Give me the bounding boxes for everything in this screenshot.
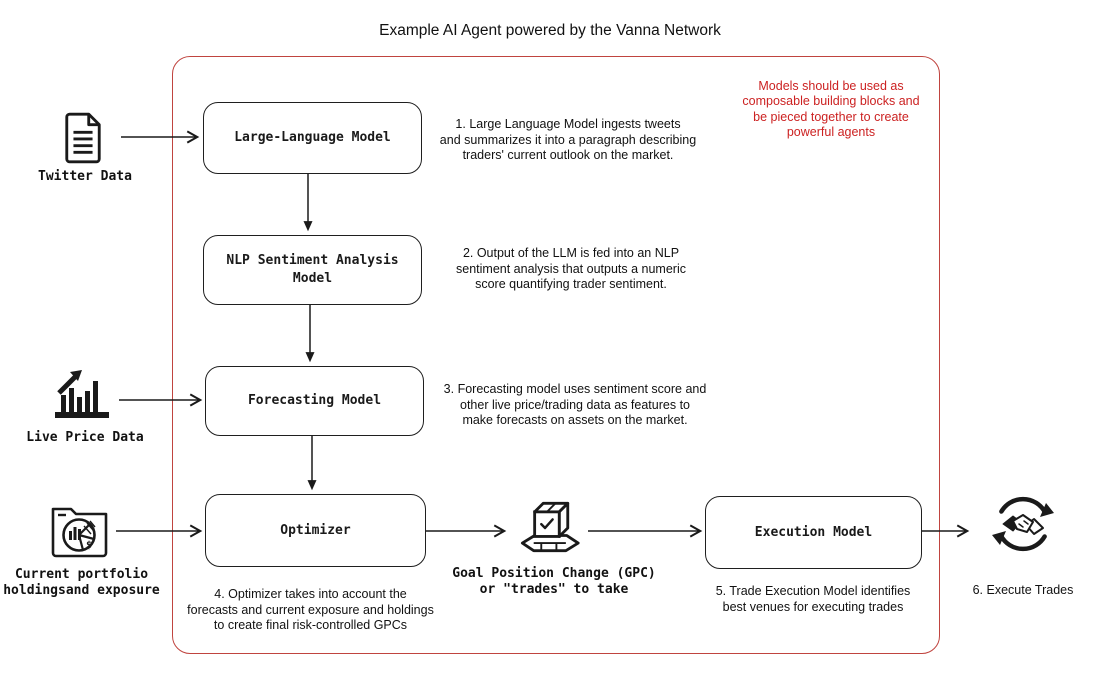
package-check-icon <box>511 496 581 558</box>
node-label: Optimizer <box>280 522 351 538</box>
document-icon <box>62 110 104 166</box>
agent-boundary-frame <box>172 56 940 654</box>
step-4-text: 4. Optimizer takes into account the fore… <box>187 587 434 633</box>
node-execution-model: Execution Model <box>705 496 922 569</box>
node-label: Execution Model <box>754 524 873 540</box>
step-5-text: 5. Trade Execution Model identifies best… <box>715 584 911 614</box>
step-2-text: 2. Output of the LLM is fed into an NLP … <box>456 246 686 292</box>
composability-note: Models should be used as composable buil… <box>742 79 920 139</box>
svg-text:$: $ <box>86 540 92 551</box>
node-label: Forecasting Model <box>247 393 382 409</box>
gpc-label: Goal Position Change (GPC) or "trades" t… <box>452 566 656 598</box>
folder-pie-chart-icon: $ <box>48 501 111 561</box>
node-forecasting-model: Forecasting Model <box>205 366 424 436</box>
node-label: Large-Language Model <box>234 130 391 146</box>
portfolio-label: Current portfolio holdingsand exposure <box>3 567 160 599</box>
page-title: Example AI Agent powered by the Vanna Ne… <box>379 22 721 39</box>
live-price-data-label: Live Price Data <box>26 430 144 445</box>
node-label: NLP Sentiment Analysis Model <box>226 253 399 286</box>
node-nlp-sentiment-model: NLP Sentiment Analysis Model <box>203 235 422 305</box>
execute-trades-label: 6. Execute Trades <box>972 583 1074 597</box>
node-optimizer: Optimizer <box>205 494 426 567</box>
step-3-text: 3. Forecasting model uses sentiment scor… <box>443 382 707 428</box>
node-large-language-model: Large-Language Model <box>203 102 422 174</box>
twitter-data-label: Twitter Data <box>38 169 132 184</box>
step-1-text: 1. Large Language Model ingests tweets a… <box>439 117 697 163</box>
handshake-cycle-icon <box>990 490 1056 558</box>
bar-chart-trend-icon <box>52 368 112 420</box>
